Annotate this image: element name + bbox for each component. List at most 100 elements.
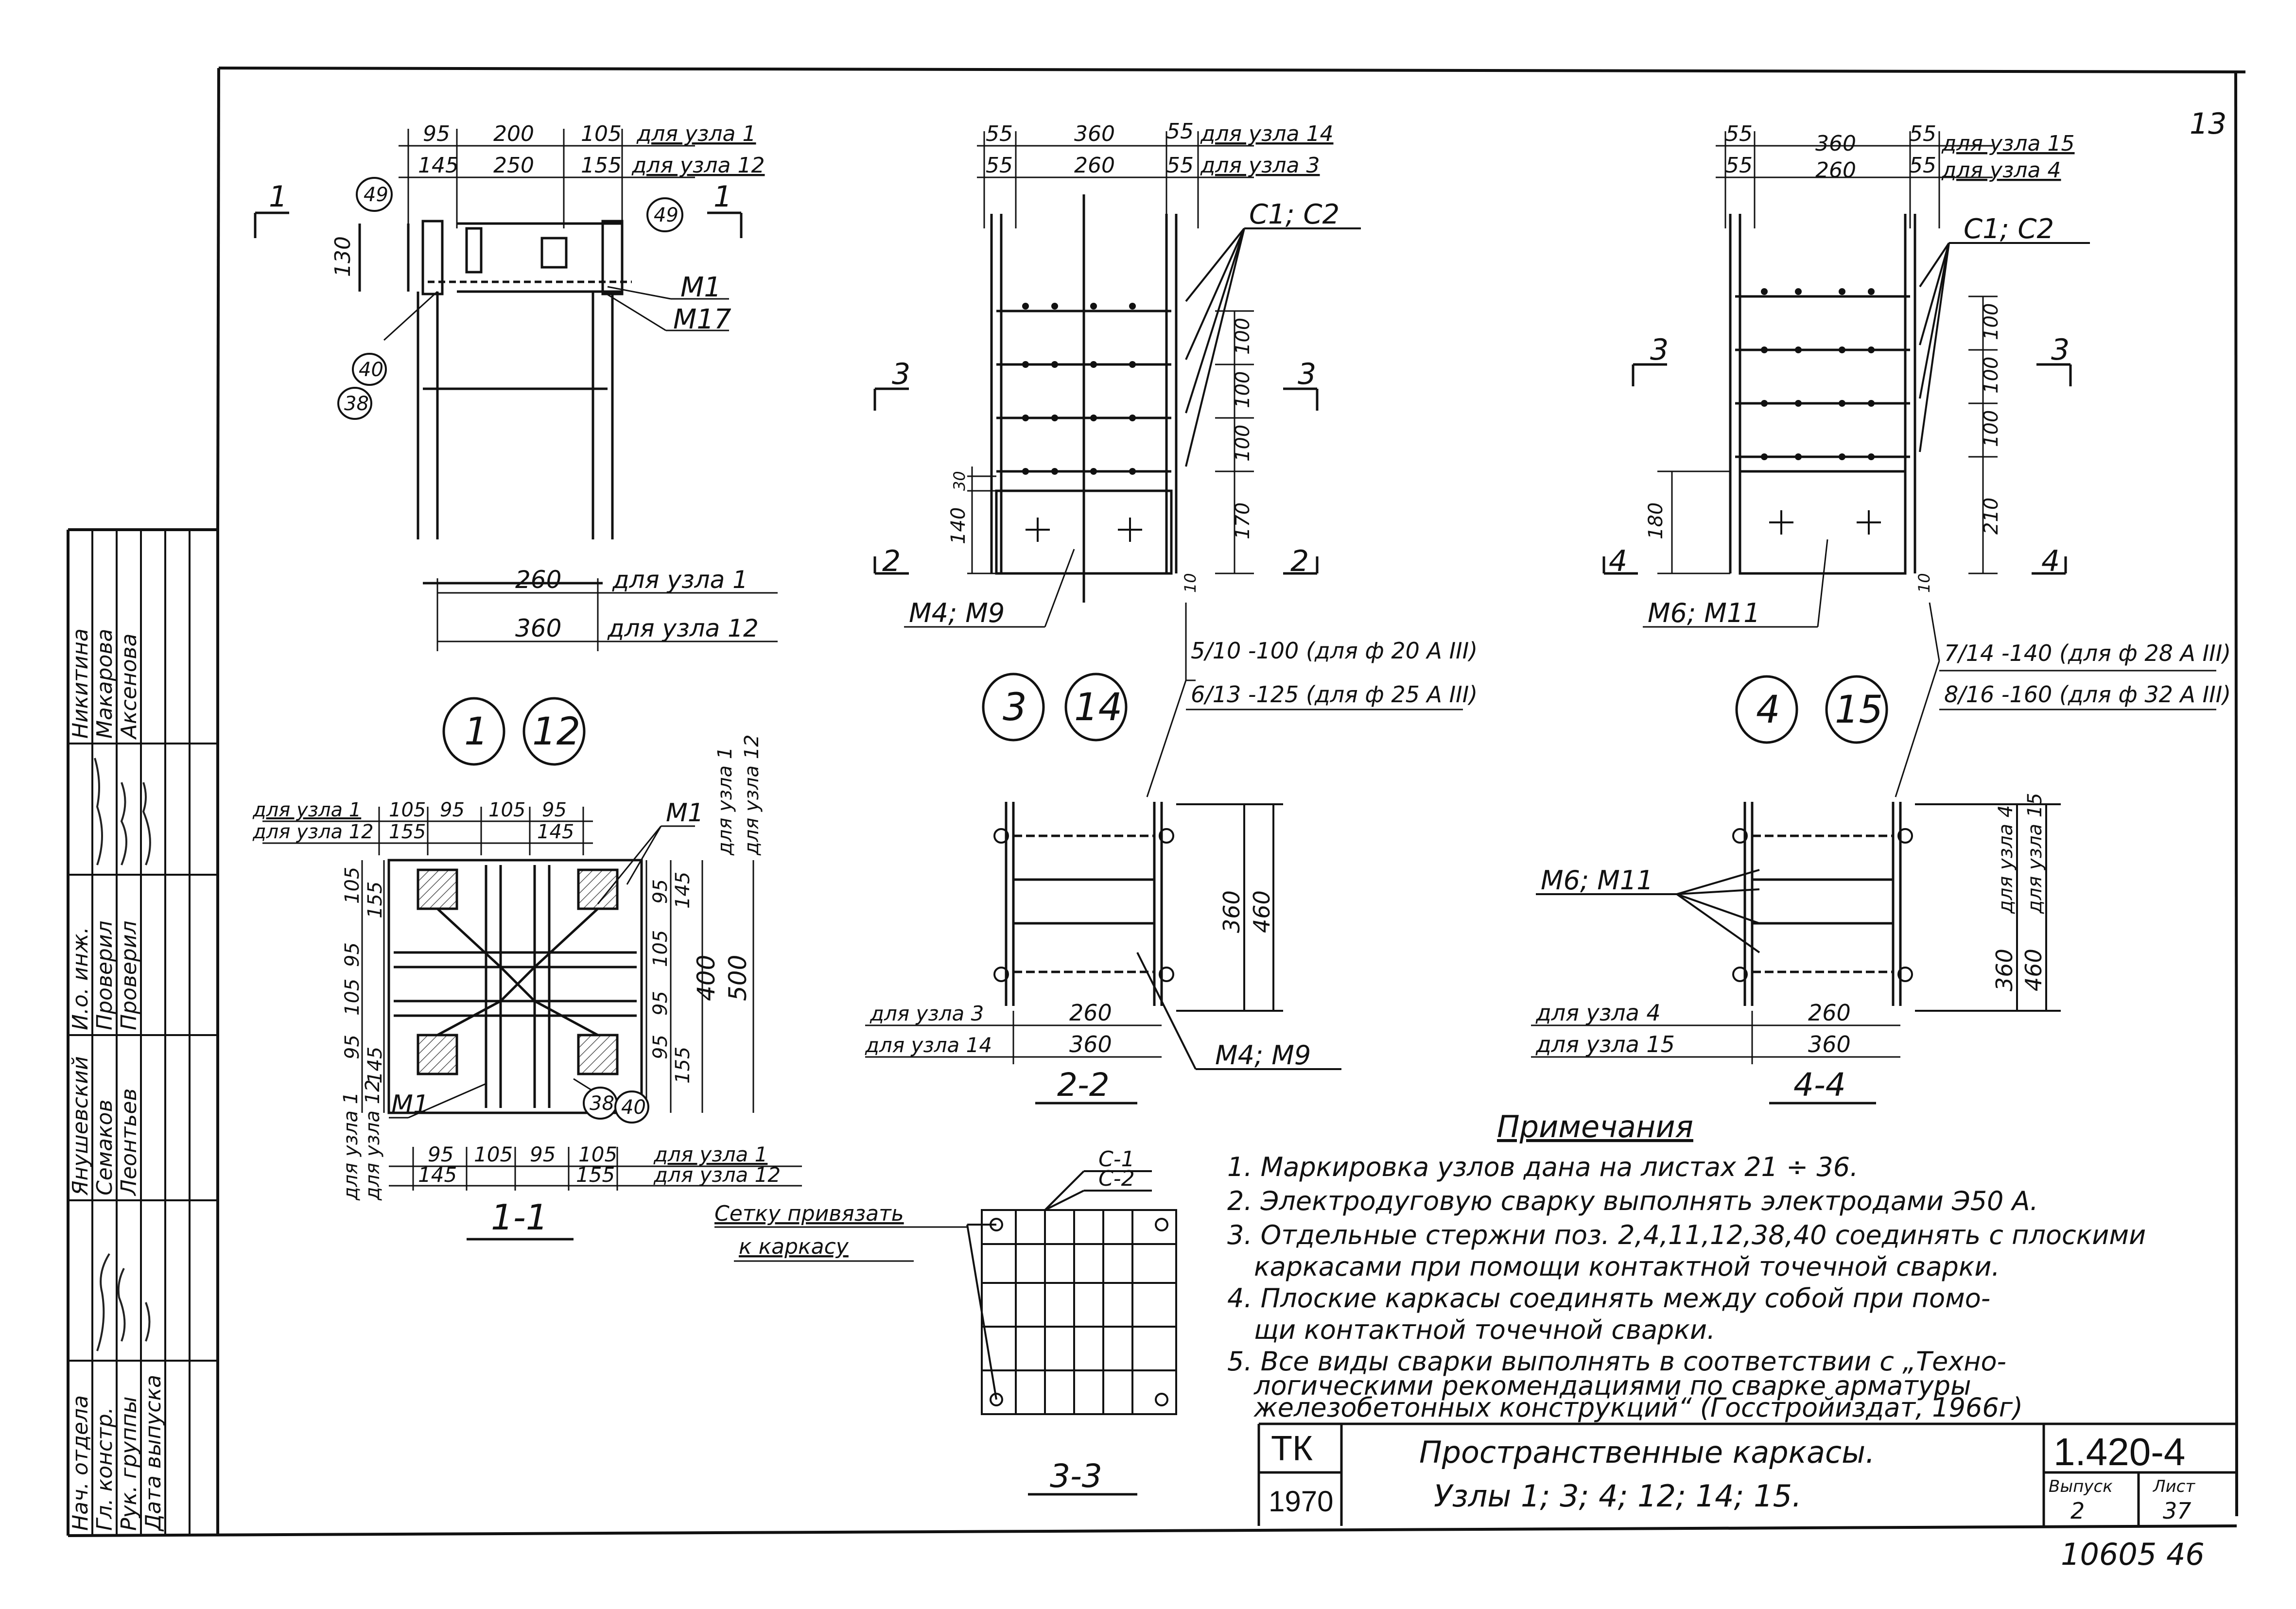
s33-mesh-c1: С-1 — [1098, 1147, 1135, 1172]
note-3b: каркасами при помощи контактной точечной… — [1254, 1251, 2000, 1282]
n4-space-100b: 100 — [1980, 357, 2002, 394]
n1-dim-105: 105 — [581, 121, 622, 146]
stamp-issue: 2 — [2070, 1498, 2085, 1524]
n4-top-55d: 55 — [1909, 153, 1936, 178]
cut-mark-1-left: 1 — [269, 180, 287, 214]
role-head-of-dept: Нач. отдела — [68, 1395, 93, 1531]
n3-top-55c: 55 — [986, 153, 1013, 178]
n3-bottom-10: 10 — [1181, 573, 1200, 593]
s44-plate-label: М6; М11 — [1541, 865, 1653, 896]
n4-label-15: для узла 15 — [1941, 131, 2075, 156]
n4-cut-4-left: 4 — [1609, 544, 1627, 578]
stamp-subtitle: Узлы 1; 3; 4; 12; 14; 15. — [1434, 1478, 1802, 1514]
n1-part-m1: М1 — [680, 272, 721, 303]
s33-caption: 3-3 — [1050, 1457, 1102, 1495]
n1-bottom-260: 260 — [515, 566, 561, 594]
n3-space-100c: 100 — [1232, 425, 1254, 462]
n3-space-100a: 100 — [1232, 318, 1254, 355]
s44-label-15: для узла 15 — [1535, 1031, 1675, 1057]
stamp-sheet-label: Лист — [2152, 1477, 2195, 1496]
n3-left-30: 30 — [950, 471, 969, 491]
node-1-12-elevation: 1 1 95 200 105 145 250 155 для узла 1 дл… — [254, 121, 778, 766]
s11-bot-95b: 95 — [530, 1142, 556, 1166]
n4-space-100c: 100 — [1980, 410, 2002, 447]
n4-bar-note-2: 8/16 -160 (для ф 32 А III) — [1944, 681, 2231, 708]
name-leontiev: Леонтьев — [117, 1089, 141, 1196]
section-1-1: для узла 1 для узла 12 105 95 105 95 155… — [252, 734, 802, 1241]
s33-mesh-c2: С-2 — [1098, 1166, 1135, 1191]
s11-right-105: 105 — [649, 930, 672, 967]
note-5c: железобетонных конструкций“ (Госстройизд… — [1253, 1392, 2023, 1423]
n3-label-3: для узла 3 — [1200, 153, 1320, 178]
n4-space-100a: 100 — [1980, 303, 2002, 340]
n4-cut-3-left: 3 — [1650, 333, 1669, 367]
n3-bar-note-1: 5/10 -100 (для ф 20 А III) — [1191, 638, 1478, 664]
s44-bottom-360: 360 — [1808, 1031, 1851, 1057]
n4-mesh-label: С1; С2 — [1964, 213, 2054, 245]
n1-dim-155: 155 — [581, 153, 622, 178]
s11-right-400: 400 — [692, 955, 720, 1001]
section-3-3: С-1 С-2 Сетку привязать к каркасу 3-3 — [714, 1147, 1177, 1496]
n4-top-260: 260 — [1815, 158, 1856, 183]
n4-top-55c: 55 — [1725, 153, 1753, 178]
role-group-leader: Рук. группы — [117, 1397, 141, 1531]
s11-part-m1-bottom: М1 — [391, 1090, 429, 1119]
s11-left-105a: 105 — [341, 867, 364, 904]
handwritten-signatures — [94, 758, 151, 1351]
n4-bottom-10: 10 — [1915, 573, 1933, 593]
s11-right-95b: 95 — [649, 991, 672, 1016]
n3-label-14: для узла 14 — [1200, 121, 1334, 146]
n1-badge-12: 12 — [532, 710, 580, 754]
s33-tie-note-1: Сетку привязать — [714, 1201, 904, 1226]
n4-top-55b: 55 — [1909, 121, 1936, 146]
s44-dim-label-15: для узла 15 — [2024, 793, 2046, 914]
s44-dim-360: 360 — [1991, 949, 2018, 991]
note-2: 2. Электродуговую сварку выполнять элект… — [1227, 1186, 2038, 1216]
s11-left-label-12: для узла 12 — [362, 1079, 384, 1201]
n4-label-4: для узла 4 — [1941, 158, 2061, 183]
s11-right-500: 500 — [724, 955, 752, 1001]
stamp-code: 1.420-4 — [2053, 1430, 2185, 1473]
stamp-issue-label: Выпуск — [2049, 1477, 2113, 1496]
stamp-title: Пространственные каркасы. — [1419, 1435, 1875, 1470]
n4-top-360: 360 — [1815, 131, 1856, 156]
s11-left-145: 145 — [364, 1047, 386, 1084]
s11-bot-145: 145 — [418, 1163, 457, 1187]
n3-plate-label: М4; М9 — [909, 598, 1005, 628]
s11-caption: 1-1 — [491, 1197, 548, 1238]
n3-space-170: 170 — [1232, 502, 1254, 539]
n1-callout-38: 38 — [344, 393, 369, 415]
s22-bottom-260: 260 — [1069, 1000, 1112, 1026]
s11-top-label-12: для узла 12 — [252, 821, 374, 843]
stamp-inventory: 10605 46 — [2061, 1537, 2205, 1572]
n3-cut-2-right: 2 — [1290, 544, 1309, 578]
s22-dim-460: 460 — [1249, 890, 1275, 933]
s33-tie-note-2: к каркасу — [739, 1234, 849, 1259]
n1-dim-95: 95 — [423, 121, 450, 146]
n1-callout-49-right: 49 — [654, 204, 678, 226]
s11-top-105a: 105 — [389, 799, 426, 821]
role-checked-2: Проверил — [117, 920, 141, 1030]
s11-bot-label-1: для узла 1 — [653, 1142, 767, 1166]
n1-label-node12: для узла 12 — [631, 153, 765, 178]
n1-bottom-360-label: для узла 12 — [607, 614, 759, 642]
s44-label-4: для узла 4 — [1535, 1000, 1661, 1026]
sheet-frame — [67, 67, 2246, 1537]
s11-left-95b: 95 — [341, 1035, 364, 1059]
s11-top-105b: 105 — [488, 799, 525, 821]
s11-part-m1-top: М1 — [666, 798, 704, 828]
n3-top-360: 360 — [1074, 121, 1115, 146]
s22-caption: 2-2 — [1057, 1066, 1110, 1104]
s22-label-3: для узла 3 — [870, 1002, 984, 1025]
s11-right-label-1: для узла 1 — [714, 747, 736, 856]
section-4-4: М6; М11 360 460 для узла 4 для узла 15 д… — [1531, 793, 2061, 1105]
note-4a: 4. Плоские каркасы соединять между собой… — [1227, 1283, 1990, 1314]
s22-dim-360: 360 — [1218, 890, 1245, 933]
s11-top-155: 155 — [389, 821, 426, 843]
note-5a: 5. Все виды сварки выполнять в соответст… — [1227, 1346, 2006, 1377]
notes-block: Примечания 1. Маркировка узлов дана на л… — [1227, 1109, 2146, 1423]
notes-title: Примечания — [1497, 1109, 1693, 1144]
cut-mark-1-right: 1 — [713, 180, 732, 214]
s11-right-95c: 95 — [649, 1035, 672, 1059]
